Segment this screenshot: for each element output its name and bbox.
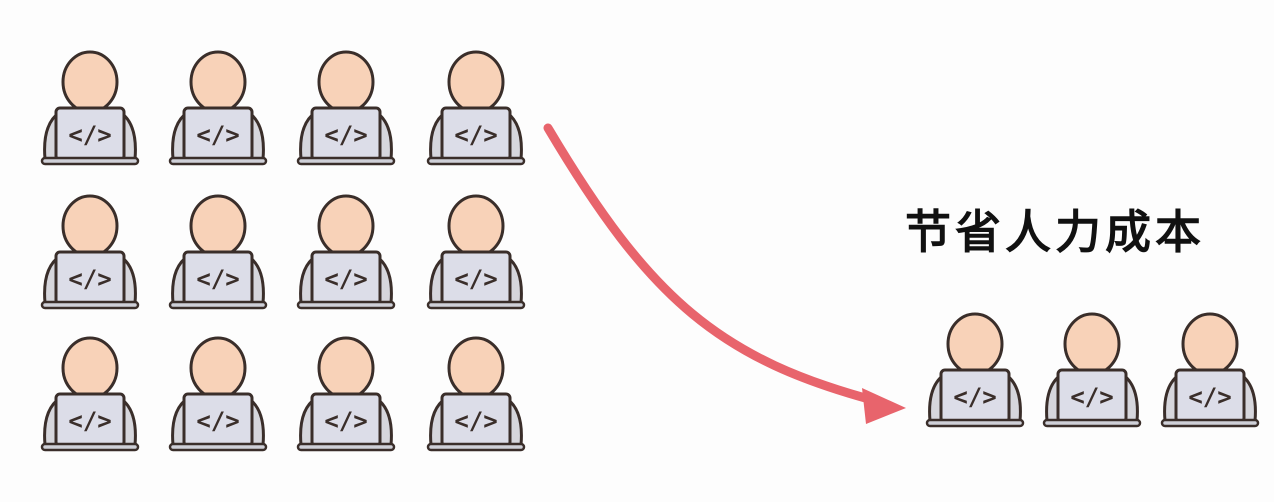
developer-icon: </> [428, 338, 524, 450]
laptop-base [170, 158, 266, 164]
laptop-base [1162, 420, 1258, 426]
code-symbol-label: </> [324, 121, 367, 149]
developers-after-group: </> </> </> [927, 314, 1258, 426]
head-shape [948, 314, 1002, 374]
code-symbol-label: </> [196, 121, 239, 149]
developer-icon: </> [927, 314, 1023, 426]
laptop-base [298, 302, 394, 308]
laptop-base [170, 302, 266, 308]
code-symbol-label: </> [196, 407, 239, 435]
laptop-base [428, 444, 524, 450]
caption-text: 节省人力成本 [905, 196, 1205, 262]
laptop-base [1044, 420, 1140, 426]
head-shape [449, 338, 503, 398]
code-symbol-label: </> [953, 383, 996, 411]
head-shape [191, 338, 245, 398]
developer-icon: </> [298, 52, 394, 164]
code-symbol-label: </> [1188, 383, 1231, 411]
code-symbol-label: </> [68, 265, 111, 293]
developer-icon: </> [1162, 314, 1258, 426]
head-shape [191, 196, 245, 256]
head-shape [319, 338, 373, 398]
developer-icon: </> [1044, 314, 1140, 426]
developer-icon: </> [42, 52, 138, 164]
head-shape [63, 52, 117, 112]
code-symbol-label: </> [454, 265, 497, 293]
developers-before-group: </> </> </> </> </> </> </> </> </> </> </> </> [42, 52, 524, 450]
developer-icon: </> [170, 196, 266, 308]
head-shape [191, 52, 245, 112]
head-shape [449, 196, 503, 256]
developer-icon: </> [170, 338, 266, 450]
laptop-base [42, 158, 138, 164]
code-symbol-label: </> [196, 265, 239, 293]
code-symbol-label: </> [324, 407, 367, 435]
code-symbol-label: </> [454, 407, 497, 435]
developer-icon: </> [42, 196, 138, 308]
head-shape [319, 52, 373, 112]
laptop-base [927, 420, 1023, 426]
code-symbol-label: </> [454, 121, 497, 149]
developer-icon: </> [428, 196, 524, 308]
laptop-base [298, 158, 394, 164]
laptop-base [42, 444, 138, 450]
head-shape [1065, 314, 1119, 374]
laptop-base [42, 302, 138, 308]
developer-icon: </> [428, 52, 524, 164]
head-shape [1183, 314, 1237, 374]
head-shape [449, 52, 503, 112]
developer-icon: </> [298, 196, 394, 308]
laptop-base [170, 444, 266, 450]
curved-arrow-icon [548, 128, 880, 402]
developer-icon: </> [42, 338, 138, 450]
laptop-base [428, 302, 524, 308]
developer-icon: </> [298, 338, 394, 450]
laptop-base [428, 158, 524, 164]
code-symbol-label: </> [68, 121, 111, 149]
code-symbol-label: </> [1070, 383, 1113, 411]
head-shape [63, 196, 117, 256]
head-shape [319, 196, 373, 256]
arrow-head-icon [862, 388, 906, 424]
code-symbol-label: </> [68, 407, 111, 435]
developer-icon: </> [170, 52, 266, 164]
laptop-base [298, 444, 394, 450]
code-symbol-label: </> [324, 265, 367, 293]
head-shape [63, 338, 117, 398]
